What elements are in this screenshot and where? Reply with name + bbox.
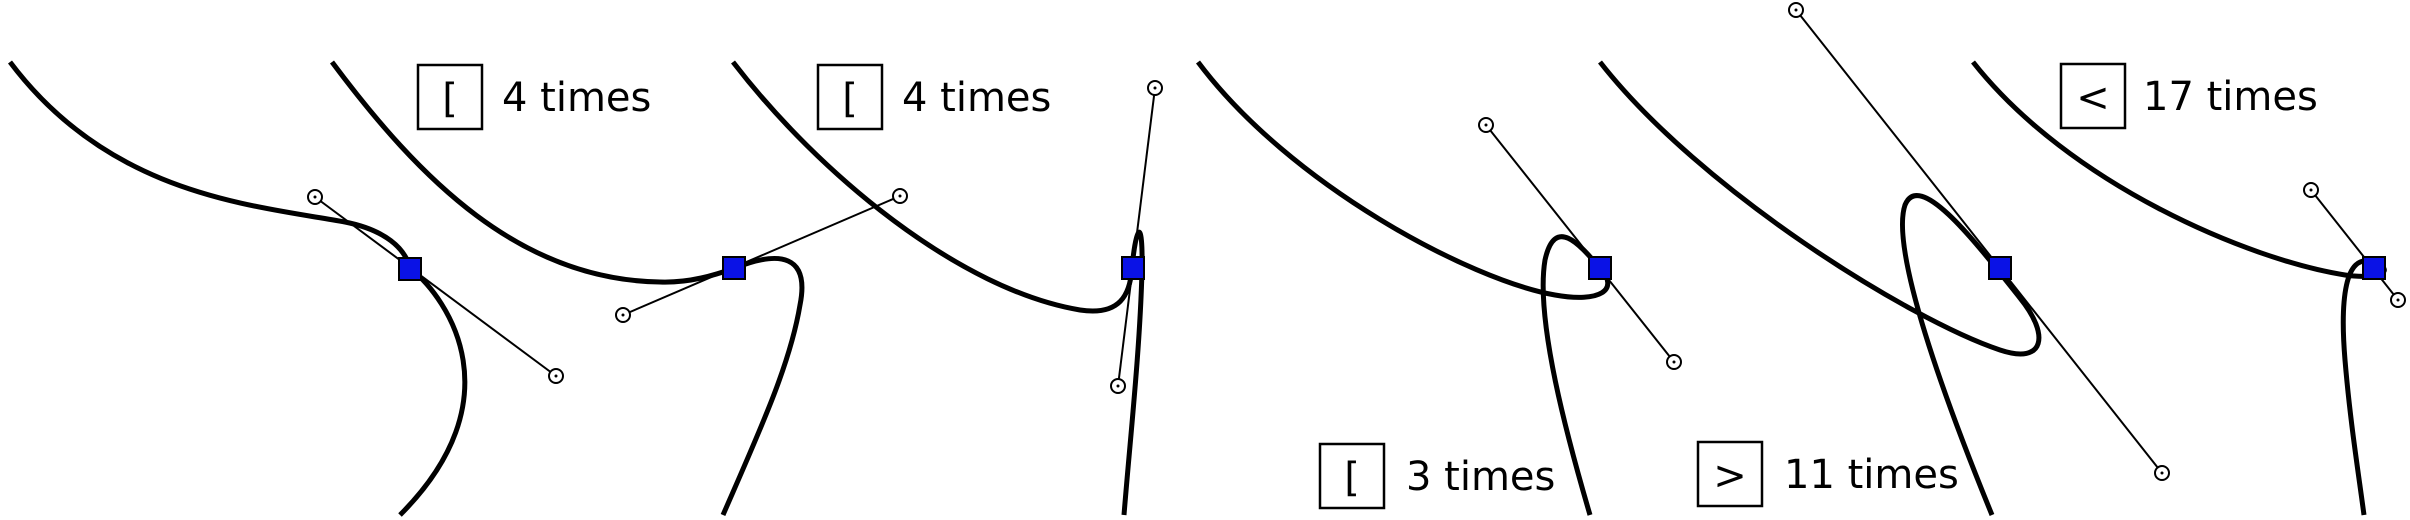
handle-end-dot xyxy=(621,313,625,317)
key-label: [ xyxy=(1344,455,1360,501)
repeat-count: 3 times xyxy=(1406,454,1555,500)
handle-end-dot xyxy=(2160,471,2164,475)
handle-end-dot xyxy=(1484,123,1488,127)
handle-end-dot xyxy=(898,194,902,198)
panel-2: [ 4 times xyxy=(329,60,908,516)
key-box xyxy=(816,63,884,131)
handle-line xyxy=(1795,9,2163,474)
handle-line xyxy=(314,196,557,377)
bezier-curve xyxy=(1195,60,1611,516)
handle-line xyxy=(1117,87,1156,387)
handle-end-dot xyxy=(1116,384,1120,388)
panel-6: < 17 times xyxy=(1971,60,2406,516)
key-label: > xyxy=(1713,453,1747,499)
handle-line xyxy=(622,195,901,316)
anchor-point xyxy=(1988,256,2012,280)
handle-end-dot xyxy=(2309,188,2313,192)
panel-4: [ 3 times xyxy=(1195,60,1682,516)
key-box xyxy=(1696,440,1764,508)
bezier-curve xyxy=(731,60,1145,516)
anchor-point xyxy=(398,257,422,281)
handle-end-dot xyxy=(1153,86,1157,90)
key-label: [ xyxy=(842,76,858,122)
key-box xyxy=(1318,442,1386,510)
repeat-count: 17 times xyxy=(2143,74,2318,120)
repeat-count: 4 times xyxy=(902,75,1051,121)
anchor-point xyxy=(1588,256,1612,280)
repeat-count: 11 times xyxy=(1784,452,1959,498)
bezier-curve xyxy=(1598,60,2042,516)
handle-end-dot xyxy=(1794,8,1798,12)
key-box xyxy=(2059,62,2127,130)
key-label: [ xyxy=(442,76,458,122)
panel-1 xyxy=(8,60,564,517)
key-label: < xyxy=(2076,75,2110,121)
panel-3: [ 4 times xyxy=(731,60,1163,516)
bezier-curve xyxy=(1971,60,2387,516)
handle-end-dot xyxy=(1672,360,1676,364)
keystroke-badge: > 11 times xyxy=(1696,440,1959,508)
bezier-curve xyxy=(8,60,468,517)
handle-line xyxy=(1485,124,1675,363)
handle-end-dot xyxy=(554,374,558,378)
panel-5: > 11 times xyxy=(1598,2,2170,516)
anchor-point xyxy=(2362,256,2386,280)
anchor-point xyxy=(1121,256,1145,280)
handle-end-dot xyxy=(313,195,317,199)
keystroke-badge: [ 4 times xyxy=(416,63,651,131)
keystroke-badge: [ 3 times xyxy=(1318,442,1555,510)
key-box xyxy=(416,63,484,131)
handle-end-dot xyxy=(2396,298,2400,302)
anchor-point xyxy=(722,256,746,280)
keystroke-badge: [ 4 times xyxy=(816,63,1051,131)
keystroke-badge: < 17 times xyxy=(2059,62,2318,130)
repeat-count: 4 times xyxy=(502,75,651,121)
bezier-curve xyxy=(329,60,805,516)
handle-line xyxy=(2310,189,2399,301)
